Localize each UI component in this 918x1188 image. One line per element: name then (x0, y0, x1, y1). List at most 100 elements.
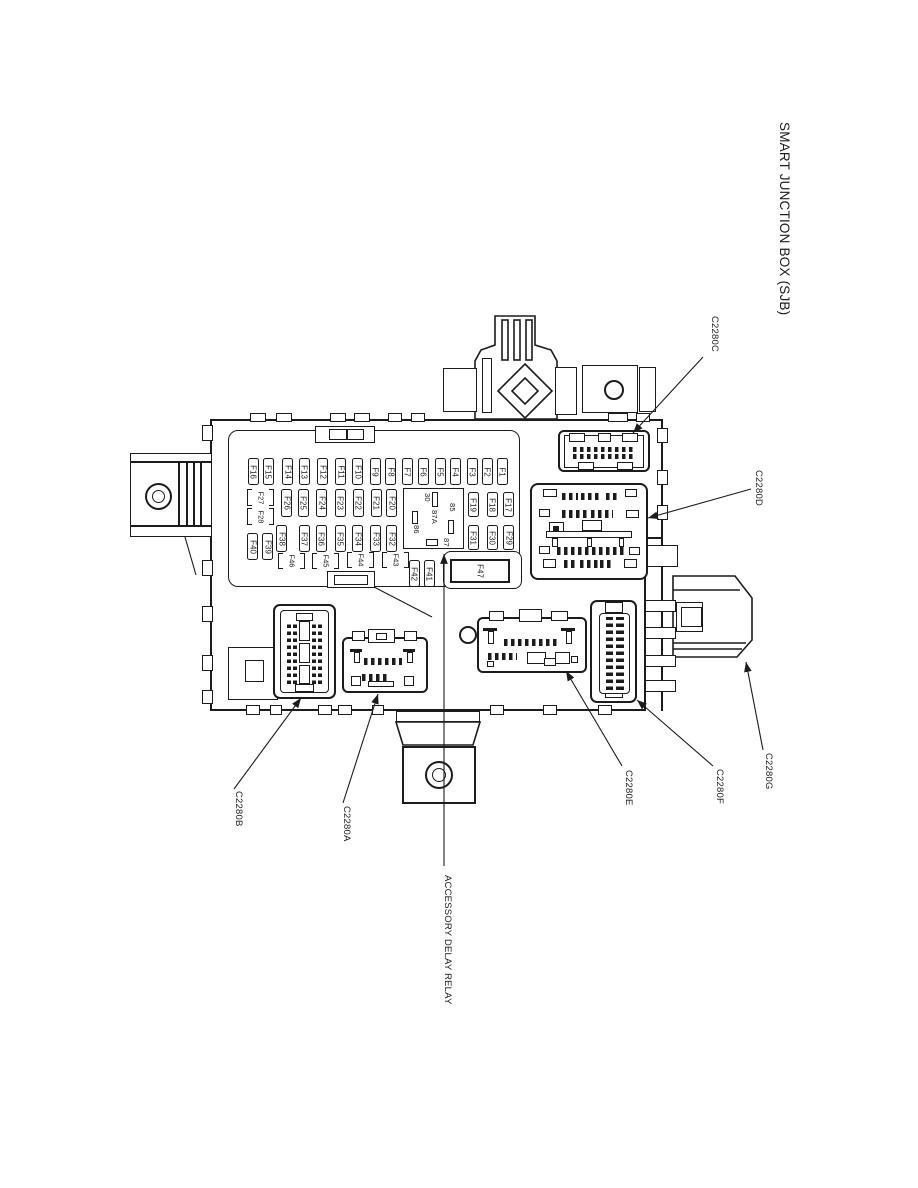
rail-tab (645, 600, 676, 612)
fuse-f28: F28 (247, 508, 274, 525)
edge-bump (657, 470, 668, 485)
fuse-f40: F40 (247, 533, 258, 560)
label-c2280f: C2280F (714, 769, 725, 804)
rail-tab (645, 655, 676, 667)
fuse-f38: F38 (276, 525, 287, 552)
fuse-f37: F37 (298, 525, 310, 552)
edge-bump (202, 606, 213, 622)
rail-tab (644, 545, 678, 567)
fuse-f34: F34 (352, 525, 363, 552)
fuse-f42: F42 (408, 560, 420, 587)
top-hole (604, 380, 624, 400)
edge-bump (490, 705, 504, 715)
edge-bump (202, 655, 213, 671)
fuse-f27: F27 (247, 489, 274, 506)
edge-bump (388, 413, 402, 422)
relay-pin-30: 30 (423, 493, 432, 502)
fuse-f18: F18 (486, 492, 498, 517)
box-edge-bottom (210, 709, 646, 711)
fuse-f20: F20 (386, 489, 397, 517)
label-c2280a: C2280A (341, 806, 352, 842)
fuse-f21: F21 (370, 489, 382, 517)
label-c2280d: C2280D (753, 470, 764, 507)
fuse-f47: F47 (450, 559, 510, 583)
page-title: SMART JUNCTION BOX (SJB) (777, 122, 792, 316)
c2280c-pins (573, 447, 635, 452)
top-mount-a (555, 367, 577, 415)
rail-tab (645, 680, 676, 692)
edge-bump (608, 413, 628, 422)
fuse-f32: F32 (386, 525, 397, 552)
fuse-f23: F23 (334, 489, 346, 517)
edge-bump (246, 705, 260, 715)
top-slot (482, 358, 492, 413)
relay-pin-87: 87 (442, 538, 451, 547)
relay-pin-87a: 87A (430, 510, 439, 524)
c2280d-bar (546, 531, 632, 538)
fuse-f5: F5 (434, 458, 446, 485)
leader-c2280f (636, 699, 714, 767)
edge-bump (598, 705, 612, 715)
edge-bump (318, 705, 332, 715)
c2280a-pins (364, 658, 402, 665)
edge-bump (202, 690, 213, 704)
c2280e-ring (459, 626, 477, 644)
box-edge-top (210, 419, 663, 421)
fuse-f45: F45 (312, 553, 339, 569)
edge-bump (636, 413, 650, 422)
top-mount-c (639, 367, 656, 412)
fuse-f6: F6 (417, 458, 429, 485)
relay-pin-86: 86 (412, 525, 421, 534)
fuse-f17: F17 (502, 492, 514, 517)
fuse-f44: F44 (347, 552, 374, 568)
edge-bump (372, 705, 384, 715)
fuse-f33: F33 (370, 525, 381, 552)
leader-c2280b (233, 697, 302, 790)
edge-bump (270, 705, 282, 715)
rail-tab (645, 627, 676, 639)
c2280e-pins (504, 639, 558, 646)
fuse-f30: F30 (486, 525, 498, 550)
fuse-f36: F36 (315, 525, 327, 552)
edge-bump (276, 413, 292, 422)
fuse-f3: F3 (466, 458, 478, 485)
fuse-f43: F43 (382, 552, 409, 568)
label-c2280e: C2280E (623, 770, 634, 806)
edge-bump (543, 705, 557, 715)
fuse-f4: F4 (449, 458, 461, 485)
fuse-f2: F2 (481, 458, 493, 485)
fuse-f15: F15 (262, 458, 274, 485)
fuse-f12: F12 (317, 458, 328, 485)
label-c2280g: C2280G (763, 753, 774, 790)
fuse-f31: F31 (467, 525, 479, 550)
edge-bump (657, 428, 668, 443)
edge-bump (657, 505, 668, 520)
fuse-f35: F35 (334, 525, 346, 552)
edge-bump (338, 705, 352, 715)
label-c2280b: C2280B (233, 791, 244, 827)
fuse-f29: F29 (503, 525, 514, 550)
edge-bump (202, 560, 213, 576)
fuse-f24: F24 (316, 489, 327, 517)
edge-bump (411, 413, 425, 422)
fuse-f8: F8 (385, 458, 396, 485)
edge-bump (330, 413, 346, 422)
edge-bump (354, 413, 370, 422)
label-accessory-delay-relay: ACCESSORY DELAY RELAY (442, 875, 453, 1005)
fuse-f7: F7 (401, 458, 413, 485)
fuse-f19: F19 (467, 492, 479, 517)
fuse-f39: F39 (262, 533, 273, 560)
edge-bump (202, 425, 213, 441)
fuse-f13: F13 (298, 458, 310, 485)
relay-pin-85: 85 (448, 503, 457, 512)
fuse-f14: F14 (282, 458, 293, 485)
edge-bump (250, 413, 266, 422)
fuse-f26: F26 (281, 489, 292, 517)
diamond-shape (496, 362, 554, 420)
fuse-f1: F1 (496, 458, 508, 485)
leader-c2280g (744, 661, 764, 751)
fuse-f9: F9 (369, 458, 381, 485)
fuse-f16: F16 (247, 458, 259, 485)
fuse-f25: F25 (297, 489, 309, 517)
